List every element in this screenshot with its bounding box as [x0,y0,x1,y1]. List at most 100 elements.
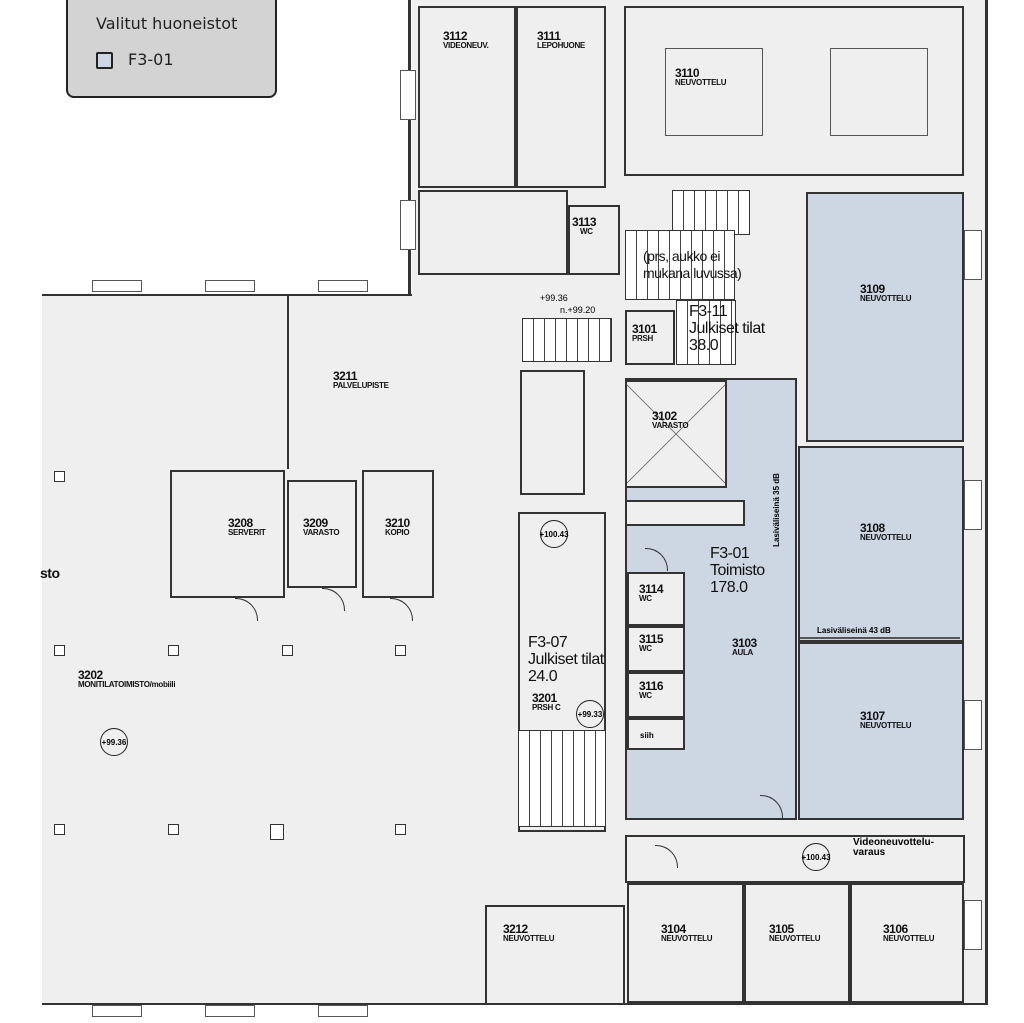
column [395,824,406,835]
level-circle: +100.43 [801,843,831,871]
room-type: PRSH [632,334,654,343]
stair-block [520,370,585,495]
legend-item-f3-01[interactable]: F3-01 [128,50,174,69]
room-number: 3111 [537,29,561,43]
legend-swatch-f3-01[interactable] [96,52,113,69]
room-type: MONITILATOIMISTO/mobiili [78,680,176,689]
room-3210[interactable] [362,470,434,598]
unit-id: F3-01 [710,545,750,562]
room-number: 3110 [675,66,700,80]
cut-label: sto [40,565,60,581]
table [665,48,763,136]
room-3108[interactable] [798,446,964,642]
room-3107[interactable] [798,642,964,820]
room-3111[interactable] [516,6,606,188]
room-3209[interactable] [287,480,357,588]
room-type: WC [580,227,593,236]
window [92,1005,142,1017]
window [964,900,982,950]
room-3114[interactable] [627,572,685,626]
room-type: SERVERIT [228,528,266,537]
room-number: 3101 [632,322,657,336]
level-circle: +100.43 [539,520,569,548]
room-number: 3210 [385,516,410,530]
unit-type: Julkiset tilat [689,320,765,337]
room-3105[interactable] [744,883,850,1003]
room-number: 3112 [443,29,468,43]
room-3104[interactable] [627,883,744,1003]
room-3112[interactable] [418,6,516,188]
room-type: VARASTO [652,421,689,430]
room-siivous[interactable] [627,718,685,750]
window [400,200,416,250]
room-number: 3201 [532,691,557,705]
video-booking-label: Videoneuvottelu-varaus [853,837,934,858]
stairs [522,318,612,362]
room-type: NEUVOTTELU [661,934,713,943]
room-number: 3104 [661,922,686,936]
room-top-left-small[interactable] [418,190,568,275]
room-type: NEUVOTTELU [860,721,912,730]
unit-type: Julkiset tilat [528,651,604,668]
room-3102[interactable] [625,380,727,488]
room-number: 3102 [652,409,677,423]
level-mark: +99.36 [540,293,568,303]
room-3116[interactable] [627,672,685,718]
room-3106[interactable] [850,883,964,1003]
room-number: 3103 [732,636,757,650]
room-3208[interactable] [170,470,285,598]
room-type: NEUVOTTELU [675,78,727,87]
room-type: PRSH C [532,703,561,712]
room-number: 3105 [769,922,794,936]
room-type: WC [639,691,652,700]
window [400,70,416,120]
room-type: NEUVOTTELU [883,934,935,943]
room-3113[interactable] [568,205,620,275]
north-west-wall [408,0,411,296]
selected-units-legend: Valitut huoneistot F3-01 [66,0,277,98]
room-3212[interactable] [485,905,625,1005]
corridor-south [625,835,965,883]
unit-area: 38.0 [689,337,719,354]
room-type: NEUVOTTELU [503,934,555,943]
room-type: VARASTO [303,528,340,537]
column [395,645,406,656]
window [205,1005,255,1017]
main-west-wing [42,294,512,1004]
room-3109[interactable] [806,192,964,442]
stairs [625,230,735,300]
room-3115[interactable] [627,626,685,672]
window [205,280,255,292]
room-type: WC [639,644,652,653]
room-number: 3113 [572,215,597,229]
room-number: 3209 [303,516,328,530]
room-type: PALVELUPISTE [333,381,389,390]
level-circle: +99.36 [100,728,128,756]
window [92,280,142,292]
legend-title: Valitut huoneistot [96,14,238,33]
unit-type: Toimisto [710,562,765,579]
east-wall [985,0,988,1005]
column [54,645,65,656]
stairs [676,300,736,365]
room-number: 3116 [639,679,664,693]
room-type: WC [639,594,652,603]
column [168,824,179,835]
stairs [672,190,750,235]
room-3101[interactable] [625,310,675,365]
